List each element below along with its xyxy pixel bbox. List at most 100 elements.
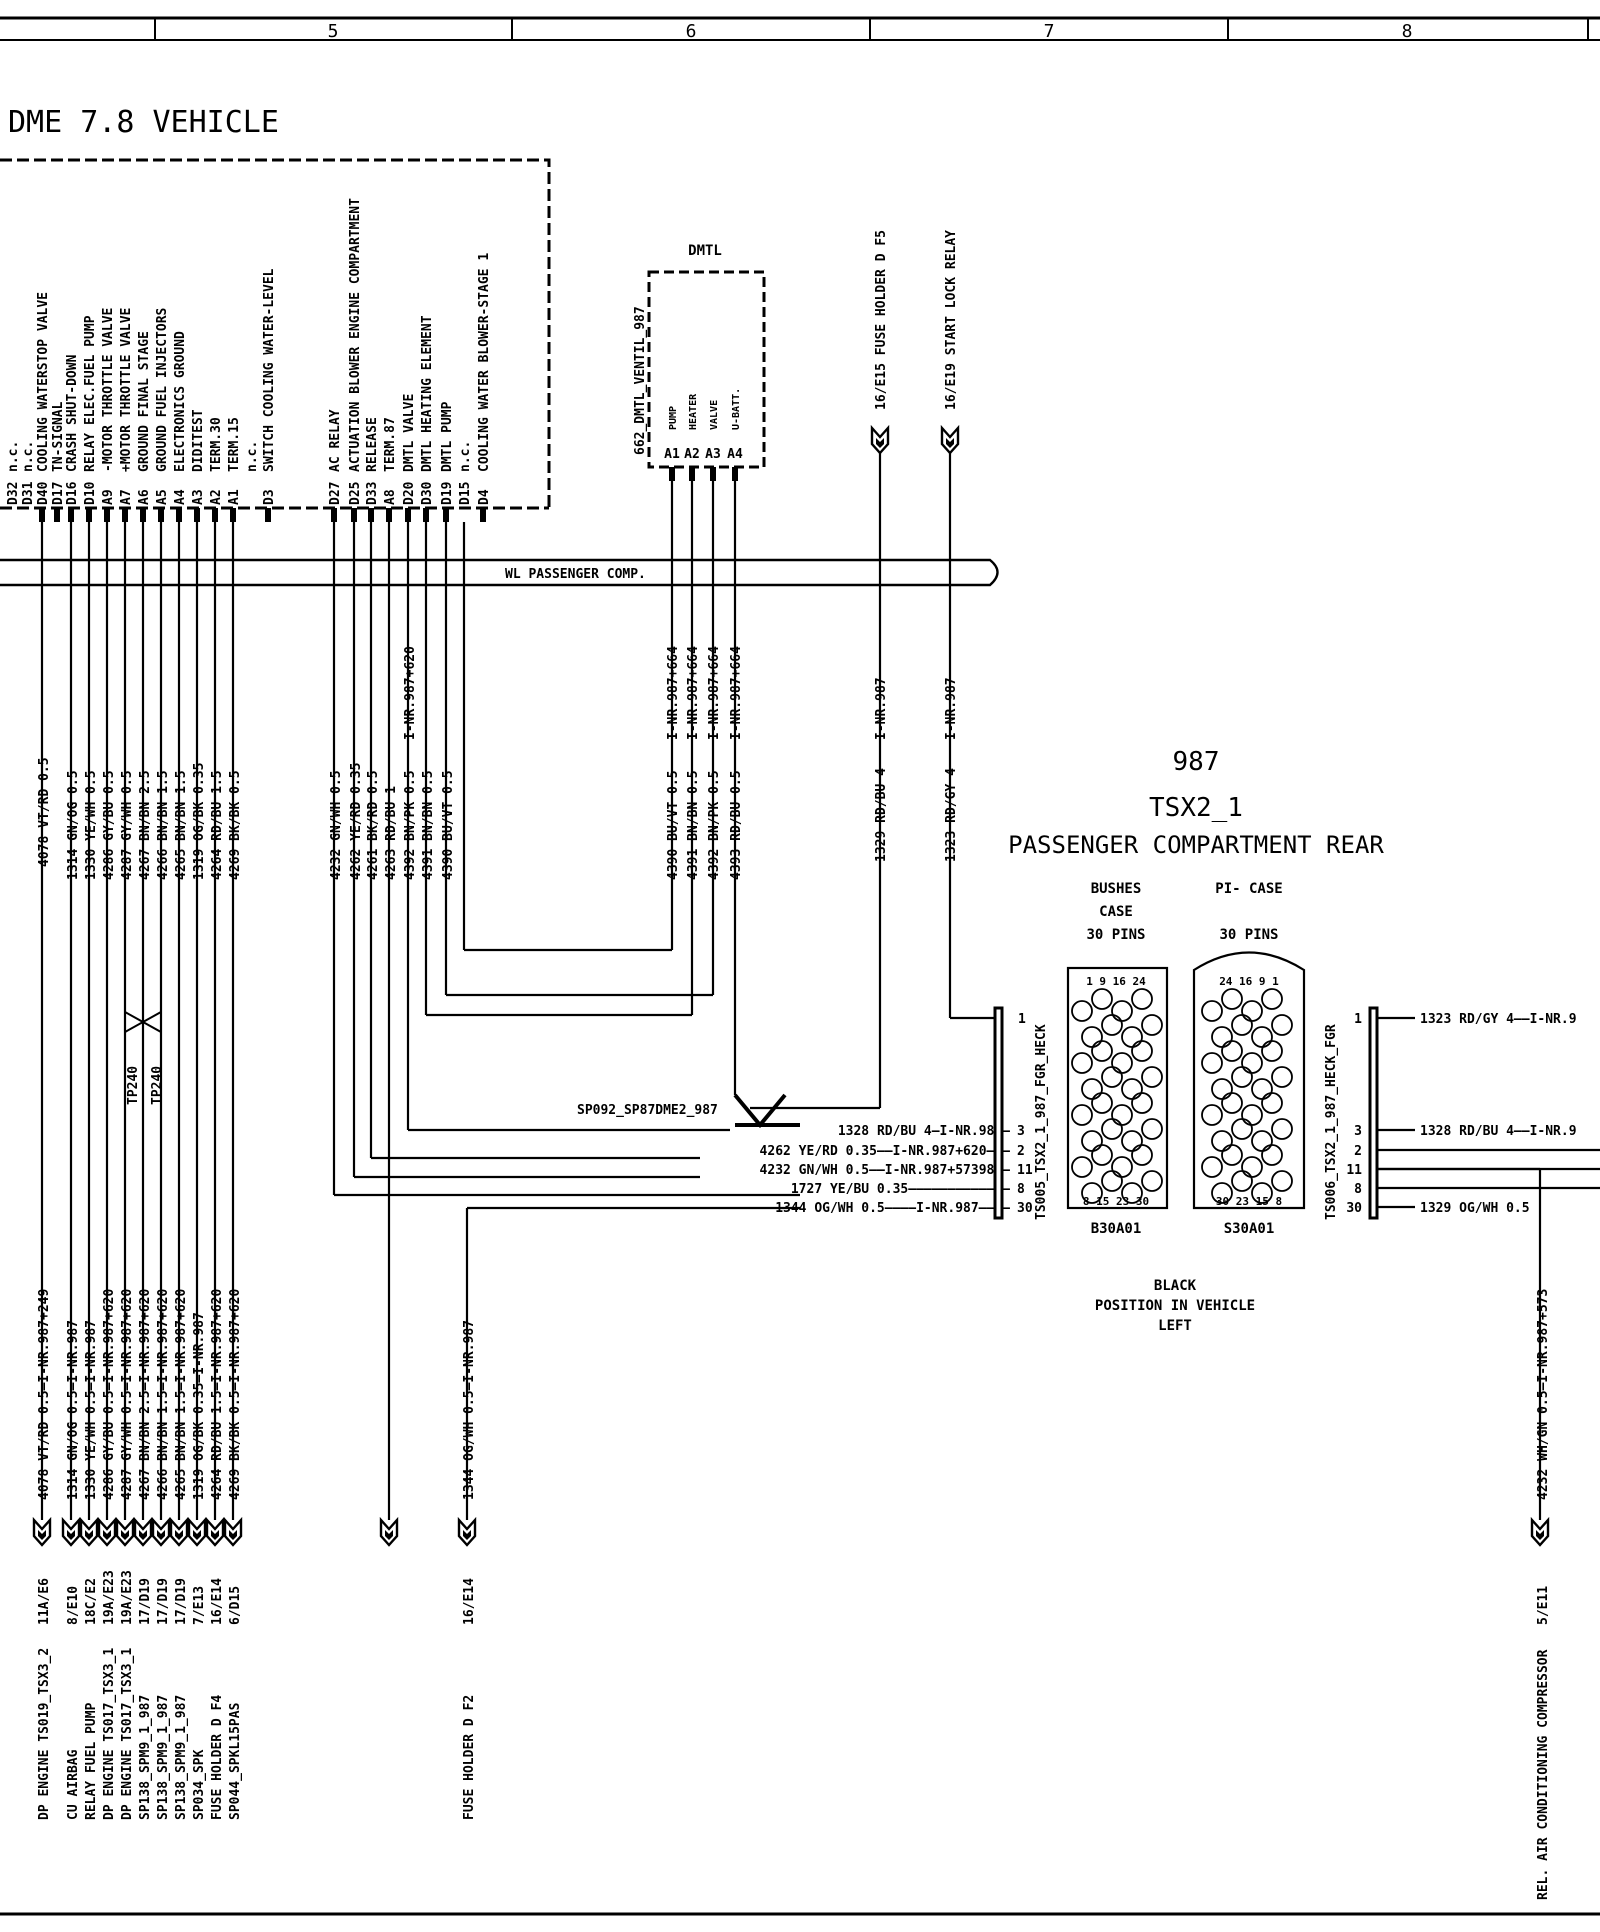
wire-label: 4265 BN/BN 1.5—I-NR.987+620 [174,1289,189,1500]
connector-pin-icon [870,424,890,455]
pin-cavity [1081,1130,1103,1152]
dme-title: DME 7.8 VEHICLE [8,105,279,140]
ts005-connector-body [993,1006,1004,1220]
pin-function-label: TERM.15 [227,417,242,472]
connector-pin-icon [79,1516,99,1547]
pi-title: PI- CASE [1215,881,1282,897]
connector-row-wire: 1344 OG/WH 0.5————I-NR.987———— [775,1201,1010,1216]
wire-label: 4267 BN/BN 2.5 [138,770,153,880]
wire-label: 4391 BN/BN 0.5 [421,770,436,880]
connector-pin-icon [97,1516,117,1547]
wire-label: 1314 GN/OG 0.5 [66,770,81,880]
connector-pin-number: 30 [1017,1201,1033,1216]
connector-pin-icon [1530,1516,1550,1547]
wire-label: 4269 BK/BK 0.5 [228,770,243,880]
column-number: 8 [1402,21,1413,42]
dmtl-pin-function: VALVE [709,400,720,430]
wire-label: I-NR.987+664 [686,646,701,740]
connector-pin-icon [1536,1530,1544,1540]
pin-cavity [1251,1078,1273,1100]
pin-cavity [1141,1014,1163,1036]
connector-pin-icon [187,1516,207,1547]
fuse-relay-label: 16/E19 START LOCK RELAY [944,230,959,410]
dmtl-side-label: 662_DMTL_VENTIL_987 [633,306,648,455]
wire-label: 4262 YE/RD 0.35 [349,763,364,880]
pin-number: D15 [458,482,473,505]
connector-pin-number: 3 [1354,1124,1362,1139]
pin-cavity [1261,1144,1283,1166]
pin-number: D33 [365,482,380,505]
connector-pin-icon [379,1516,399,1547]
connector-pin-icon [169,1516,189,1547]
pin-terminal [480,508,486,522]
destination-label: SP044_SPKL15PAS [228,1702,243,1820]
pin-cavity [1241,1052,1263,1074]
pin-cavity [1251,1182,1273,1204]
dmtl-pin-function: U-BATT. [731,388,742,430]
connector-row-wire: 1329 OG/WH 0.5 [1420,1201,1530,1216]
pin-number: D31 [21,481,36,505]
connector-number: 987 [1173,747,1220,777]
pin-terminal [212,508,218,522]
wire-label: 4267 BN/BN 2.5—I-NR.987+620 [138,1289,153,1500]
pin-function-label: DMTL VALVE [402,394,417,472]
pin-cavity [1141,1066,1163,1088]
pin-number: D40 [36,481,51,505]
wire-label: I-NR.987+664 [666,646,681,740]
wire-label: 4232 WH/GN 0.5—I-NR.987+573 [1536,1289,1551,1500]
pin-cavity [1211,1026,1233,1048]
destination-label: DP ENGINE TS019_TSX3_2 [37,1648,52,1820]
pin-number: A3 [191,489,206,505]
connector-row-wire: 1323 RD/GY 4——I-NR.9 [1420,1012,1577,1027]
connector-pin-icon [946,438,954,448]
pin-number: D4 [477,489,492,505]
twist-label: TP240 [150,1066,165,1105]
pin-cavity [1071,1052,1093,1074]
pi-title: 30 PINS [1219,927,1278,943]
connector-pin-icon [193,1530,201,1540]
wire-label: I-NR.987+664 [729,646,744,740]
connector-pin-number: 2 [1017,1144,1025,1159]
wire-label: I-NR.987+620 [403,646,418,740]
case-info: LEFT [1158,1318,1192,1334]
twist-label: TP240 [126,1066,141,1105]
wire-label: 4266 BN/BN 1.5—I-NR.987+620 [156,1289,171,1500]
pin-cavity [1141,1170,1163,1192]
connector-id: TS005_TSX2_1_987_FGR_HECK [1034,1024,1049,1220]
ts006-connector-body [1368,1006,1379,1220]
pin-terminal [86,508,92,522]
wire-label: 4392 BN/PK 0.5 [403,770,418,880]
connector-ref: 17/D19 [174,1578,189,1625]
connector-pin-icon [61,1516,81,1547]
pin-cavity [1111,1156,1133,1178]
pin-terminal [405,508,411,522]
connector-pin-icon [157,1530,165,1540]
pin-cavity [1241,1156,1263,1178]
pin-cavity [1221,1092,1243,1114]
pin-function-label: COOLING WATERSTOP VALVE [36,292,51,472]
pin-number: A4 [173,489,188,505]
pin-number: D30 [420,481,435,505]
destination-label: REL. AIR CONDITIONING COMPRESSOR [1536,1649,1551,1900]
case-code: S30A01 [1224,1221,1275,1237]
pin-terminal [368,508,374,522]
pin-function-label: DMTL HEATING ELEMENT [420,315,435,472]
pin-cavity [1101,1066,1123,1088]
pin-number: A9 [101,489,116,505]
wire-label: 1319 OG/BK 0.35 [192,763,207,880]
dmtl-pin: A1 [664,447,680,462]
destination-label: FUSE HOLDER D F4 [210,1695,225,1820]
pin-terminal [68,508,74,522]
wire-label: 4078 VT/RD 0.5 [37,757,52,867]
pin-terminal [669,467,675,481]
pin-function-label: -MOTOR THROTTLE VALVE [101,308,116,472]
pin-function-label: TERM.30 [209,417,224,472]
connector-ref: 19A/E23 [120,1570,135,1625]
connector-pin-number: 8 [1017,1182,1025,1197]
connector-pin-icon [940,424,960,455]
pin-terminal [732,467,738,481]
pin-terminal [265,508,271,522]
wire-label: I-NR.987+664 [707,646,722,740]
pin-function-label: TERM.87 [383,417,398,472]
